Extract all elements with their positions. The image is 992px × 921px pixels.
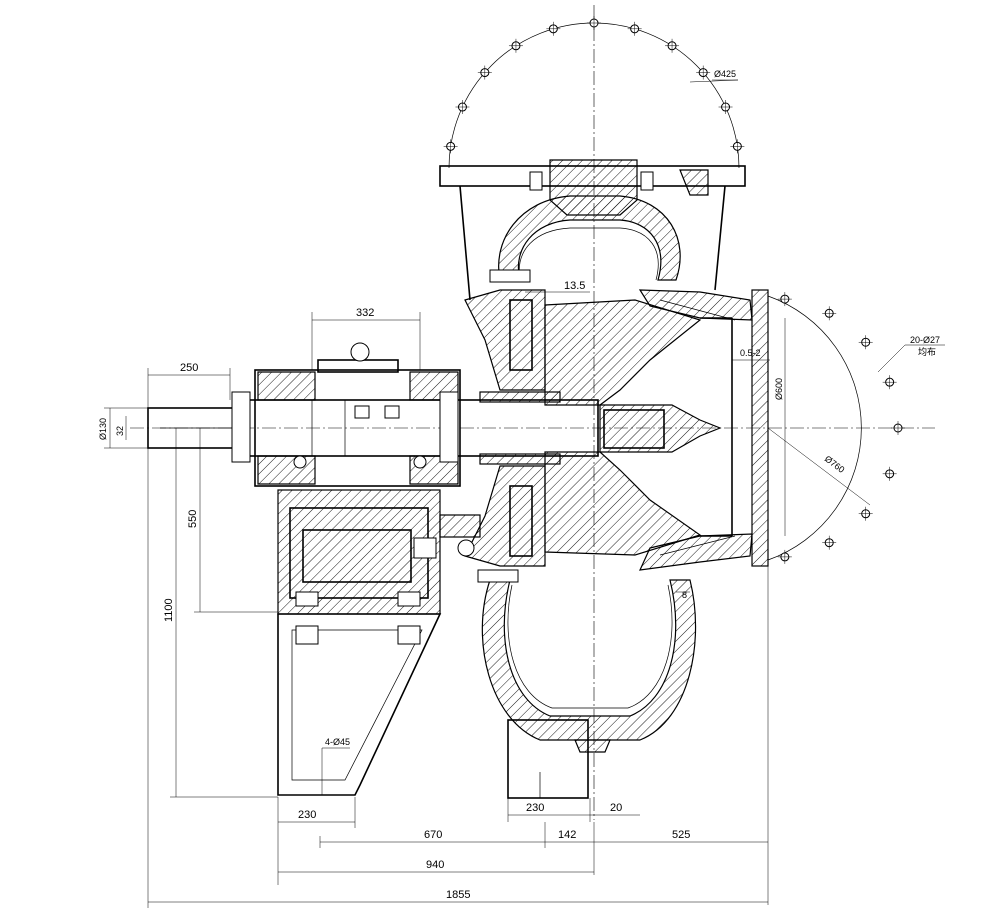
- dim-1100: 1100: [163, 598, 175, 622]
- dim-1855: 1855: [446, 889, 470, 901]
- dim-13-5: 13.5: [564, 280, 585, 292]
- dim-940: 940: [426, 859, 444, 871]
- pedestal-bracket: [277, 489, 481, 796]
- suction-flange-bolt-circle: [767, 292, 905, 564]
- dim-250: 250: [180, 362, 198, 374]
- dim-phi760: Ø760: [823, 454, 847, 475]
- dim-32: 32: [115, 426, 125, 436]
- bearing-housing: [231, 342, 461, 487]
- dimension-lines: [104, 79, 945, 908]
- dim-550: 550: [187, 510, 199, 528]
- impeller: [544, 299, 736, 556]
- dim-20: 20: [610, 802, 622, 814]
- dim-phi600: Ø600: [774, 378, 784, 400]
- dim-670: 670: [424, 829, 442, 841]
- volute-casing-upper: [498, 195, 681, 281]
- dim-0-5-2: 0.5-2: [740, 348, 761, 358]
- discharge-flange-bolt-circle: [443, 16, 745, 169]
- stuffing-box: [464, 269, 561, 583]
- dim-4-phi45: 4-Ø45: [325, 737, 350, 747]
- dimension-labels: 332 250 Ø130 32 550 1100 4-Ø45 230 230 2…: [98, 69, 940, 901]
- dim-230-left: 230: [298, 809, 316, 821]
- volute-casing-lower: [481, 579, 697, 799]
- dim-20-phi27-note: 均布: [918, 346, 936, 357]
- suction-cover: [638, 289, 769, 571]
- dim-142: 142: [558, 829, 576, 841]
- dim-230-right: 230: [526, 802, 544, 814]
- dim-phi425: Ø425: [714, 69, 736, 79]
- dim-phi130: Ø130: [98, 418, 108, 440]
- dim-8: 8: [682, 590, 687, 600]
- dim-20-phi27: 20-Ø27: [910, 335, 940, 345]
- discharge-flange: [439, 159, 746, 301]
- dim-332: 332: [356, 307, 374, 319]
- dim-525: 525: [672, 829, 690, 841]
- centerlines: [130, 5, 935, 820]
